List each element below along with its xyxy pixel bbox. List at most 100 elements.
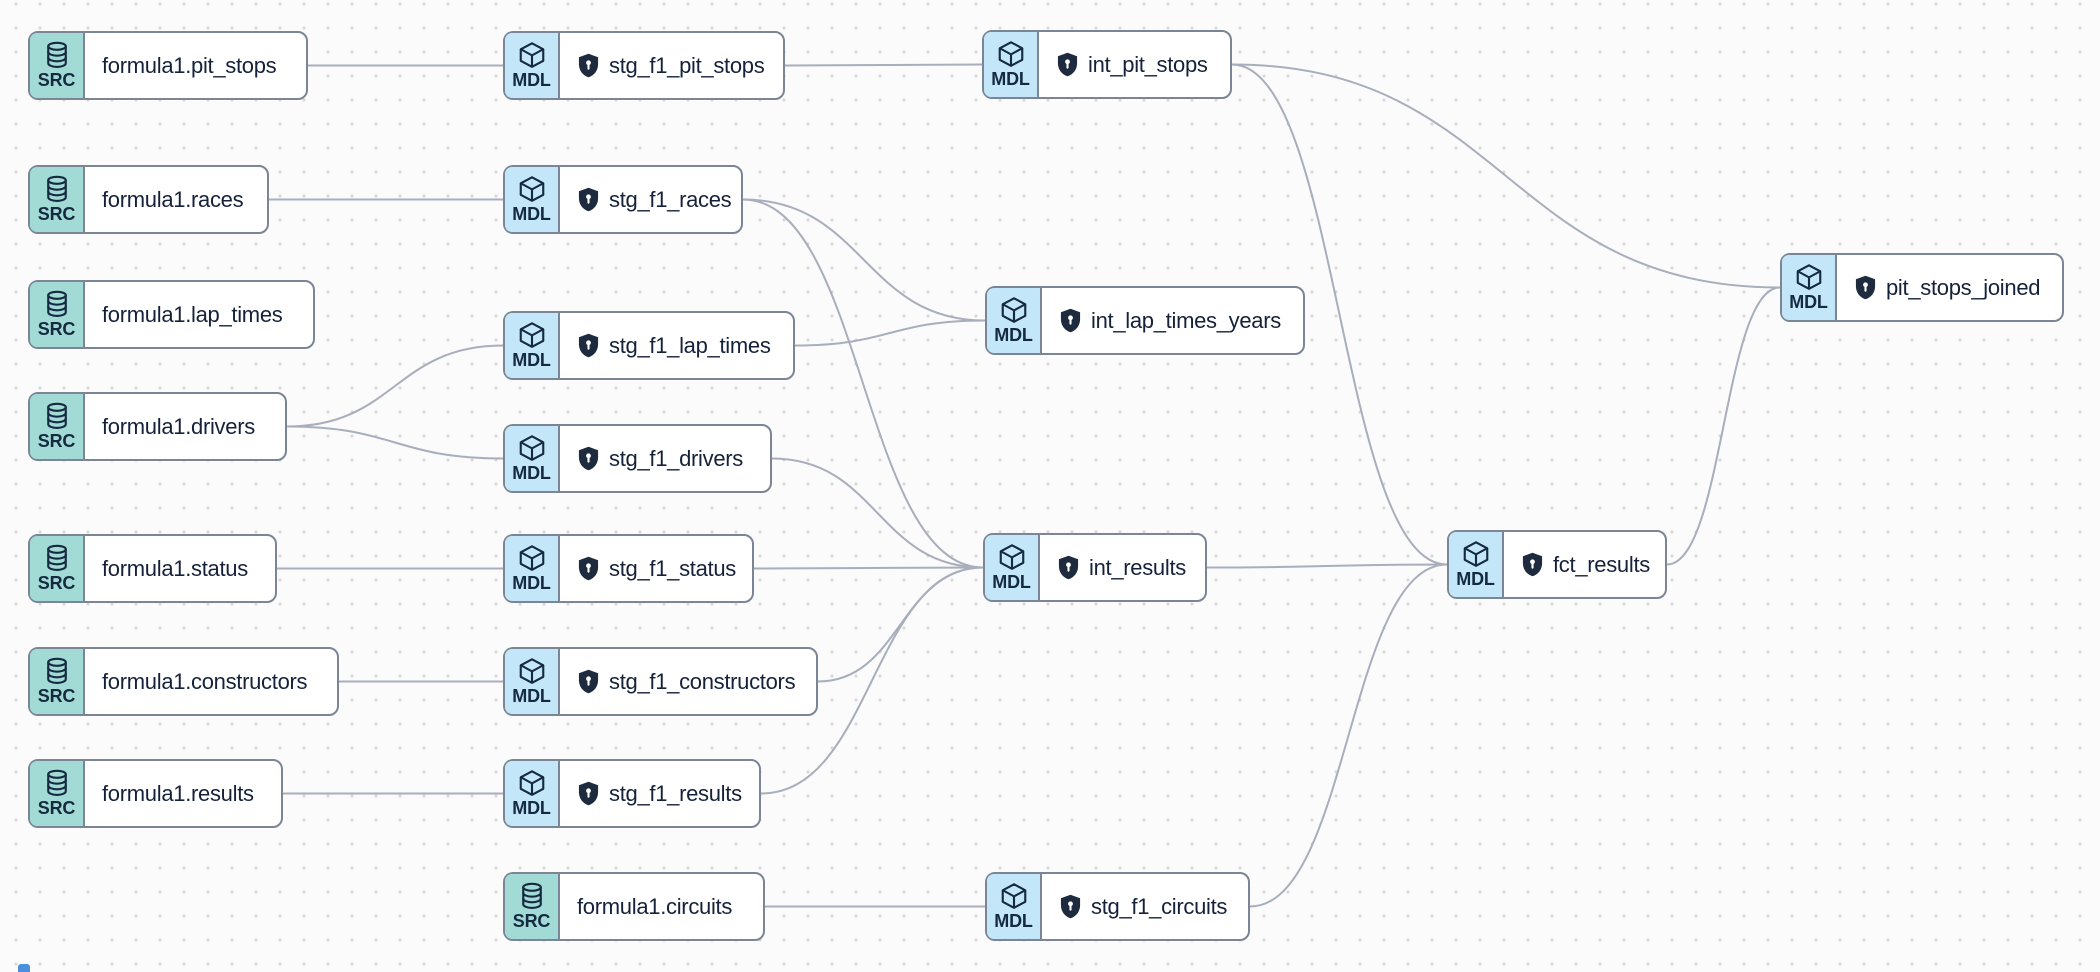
node-label-area: fct_results	[1504, 532, 1665, 597]
badge-label: SRC	[37, 70, 76, 91]
node-label-area: stg_f1_results	[560, 761, 757, 826]
cube-icon	[517, 320, 547, 350]
shield-icon	[577, 53, 600, 78]
node-src_lap_times[interactable]: SRC formula1.lap_times	[28, 280, 315, 349]
database-icon	[42, 656, 72, 686]
node-label-area: int_lap_times_years	[1042, 288, 1296, 353]
badge-label: MDL	[512, 573, 551, 594]
edge-int_pit_stops-to-fct_results	[1231, 63, 1448, 566]
node-label: formula1.lap_times	[102, 301, 283, 327]
canvas-control-partial[interactable]	[18, 964, 30, 972]
shield-icon	[1854, 275, 1877, 300]
database-icon	[42, 401, 72, 431]
shield-icon	[577, 187, 600, 212]
model-badge: MDL	[505, 167, 560, 232]
cube-icon	[517, 174, 547, 204]
node-label: stg_f1_drivers	[609, 445, 743, 471]
badge-label: MDL	[512, 70, 551, 91]
edge-int_pit_stops-to-pit_stops_joined	[1231, 63, 1781, 289]
node-fct_results[interactable]: MDL fct_results	[1447, 530, 1667, 599]
node-label: formula1.status	[102, 555, 248, 581]
badge-label: SRC	[37, 431, 76, 452]
node-label: formula1.circuits	[577, 893, 733, 919]
shield-icon	[1521, 552, 1544, 577]
badge-label: MDL	[512, 686, 551, 707]
node-label: stg_f1_constructors	[609, 668, 796, 694]
node-label: formula1.pit_stops	[102, 52, 277, 78]
node-label: int_results	[1089, 554, 1186, 580]
model-badge: MDL	[987, 288, 1042, 353]
node-label-area: formula1.constructors	[85, 649, 322, 714]
shield-icon	[1056, 52, 1079, 77]
shield-icon	[577, 446, 600, 471]
node-stg_drivers[interactable]: MDL stg_f1_drivers	[503, 424, 772, 493]
cube-icon	[517, 543, 547, 573]
node-label-area: formula1.pit_stops	[85, 33, 291, 98]
node-label: fct_results	[1553, 551, 1650, 577]
node-stg_constructors[interactable]: MDL stg_f1_constructors	[503, 647, 818, 716]
model-badge: MDL	[505, 426, 560, 491]
model-badge: MDL	[505, 33, 560, 98]
node-label-area: formula1.lap_times	[85, 282, 297, 347]
edge-fct_results-to-pit_stops_joined	[1666, 286, 1781, 566]
node-src_races[interactable]: SRC formula1.races	[28, 165, 269, 234]
edge-int_results-to-fct_results	[1206, 563, 1448, 569]
node-label: int_lap_times_years	[1091, 307, 1281, 333]
edge-stg_drivers-to-int_results	[771, 457, 984, 569]
node-label: formula1.drivers	[102, 413, 255, 439]
node-label-area: formula1.results	[85, 761, 269, 826]
badge-label: MDL	[1789, 292, 1828, 313]
model-badge: MDL	[505, 761, 560, 826]
node-label-area: stg_f1_pit_stops	[560, 33, 779, 98]
edge-stg_races-to-int_lap_times_years	[742, 198, 986, 322]
database-icon	[517, 881, 547, 911]
model-badge: MDL	[987, 874, 1042, 939]
source-badge: SRC	[30, 167, 85, 232]
source-badge: SRC	[30, 649, 85, 714]
node-label-area: formula1.status	[85, 536, 263, 601]
node-label-area: formula1.drivers	[85, 394, 270, 459]
node-int_lap_times_years[interactable]: MDL int_lap_times_years	[985, 286, 1305, 355]
edge-stg_circuits-to-fct_results	[1249, 563, 1448, 908]
node-label: stg_f1_races	[609, 186, 732, 212]
node-label: stg_f1_pit_stops	[609, 52, 765, 78]
model-badge: MDL	[1449, 532, 1504, 597]
database-icon	[42, 768, 72, 798]
node-src_pit_stops[interactable]: SRC formula1.pit_stops	[28, 31, 308, 100]
node-stg_races[interactable]: MDL stg_f1_races	[503, 165, 743, 234]
edge-stg_races-to-int_results	[742, 198, 984, 569]
source-badge: SRC	[505, 874, 560, 939]
source-badge: SRC	[30, 282, 85, 347]
node-label: stg_f1_lap_times	[609, 332, 771, 358]
badge-label: SRC	[37, 573, 76, 594]
badge-label: MDL	[992, 572, 1031, 593]
node-label: stg_f1_results	[609, 780, 742, 806]
edge-stg_status-to-int_results	[753, 566, 984, 570]
node-src_status[interactable]: SRC formula1.status	[28, 534, 277, 603]
model-badge: MDL	[1782, 255, 1837, 320]
node-src_circuits[interactable]: SRC formula1.circuits	[503, 872, 765, 941]
badge-label: SRC	[37, 319, 76, 340]
node-label: formula1.races	[102, 186, 244, 212]
shield-icon	[577, 333, 600, 358]
node-stg_results[interactable]: MDL stg_f1_results	[503, 759, 761, 828]
badge-label: SRC	[37, 204, 76, 225]
cube-icon	[999, 295, 1029, 325]
edge-stg_results-to-int_results	[760, 566, 984, 795]
shield-icon	[577, 669, 600, 694]
node-src_drivers[interactable]: SRC formula1.drivers	[28, 392, 287, 461]
node-int_results[interactable]: MDL int_results	[983, 533, 1207, 602]
model-badge: MDL	[984, 32, 1039, 97]
cube-icon	[997, 542, 1027, 572]
node-stg_pit_stops[interactable]: MDL stg_f1_pit_stops	[503, 31, 785, 100]
database-icon	[42, 289, 72, 319]
